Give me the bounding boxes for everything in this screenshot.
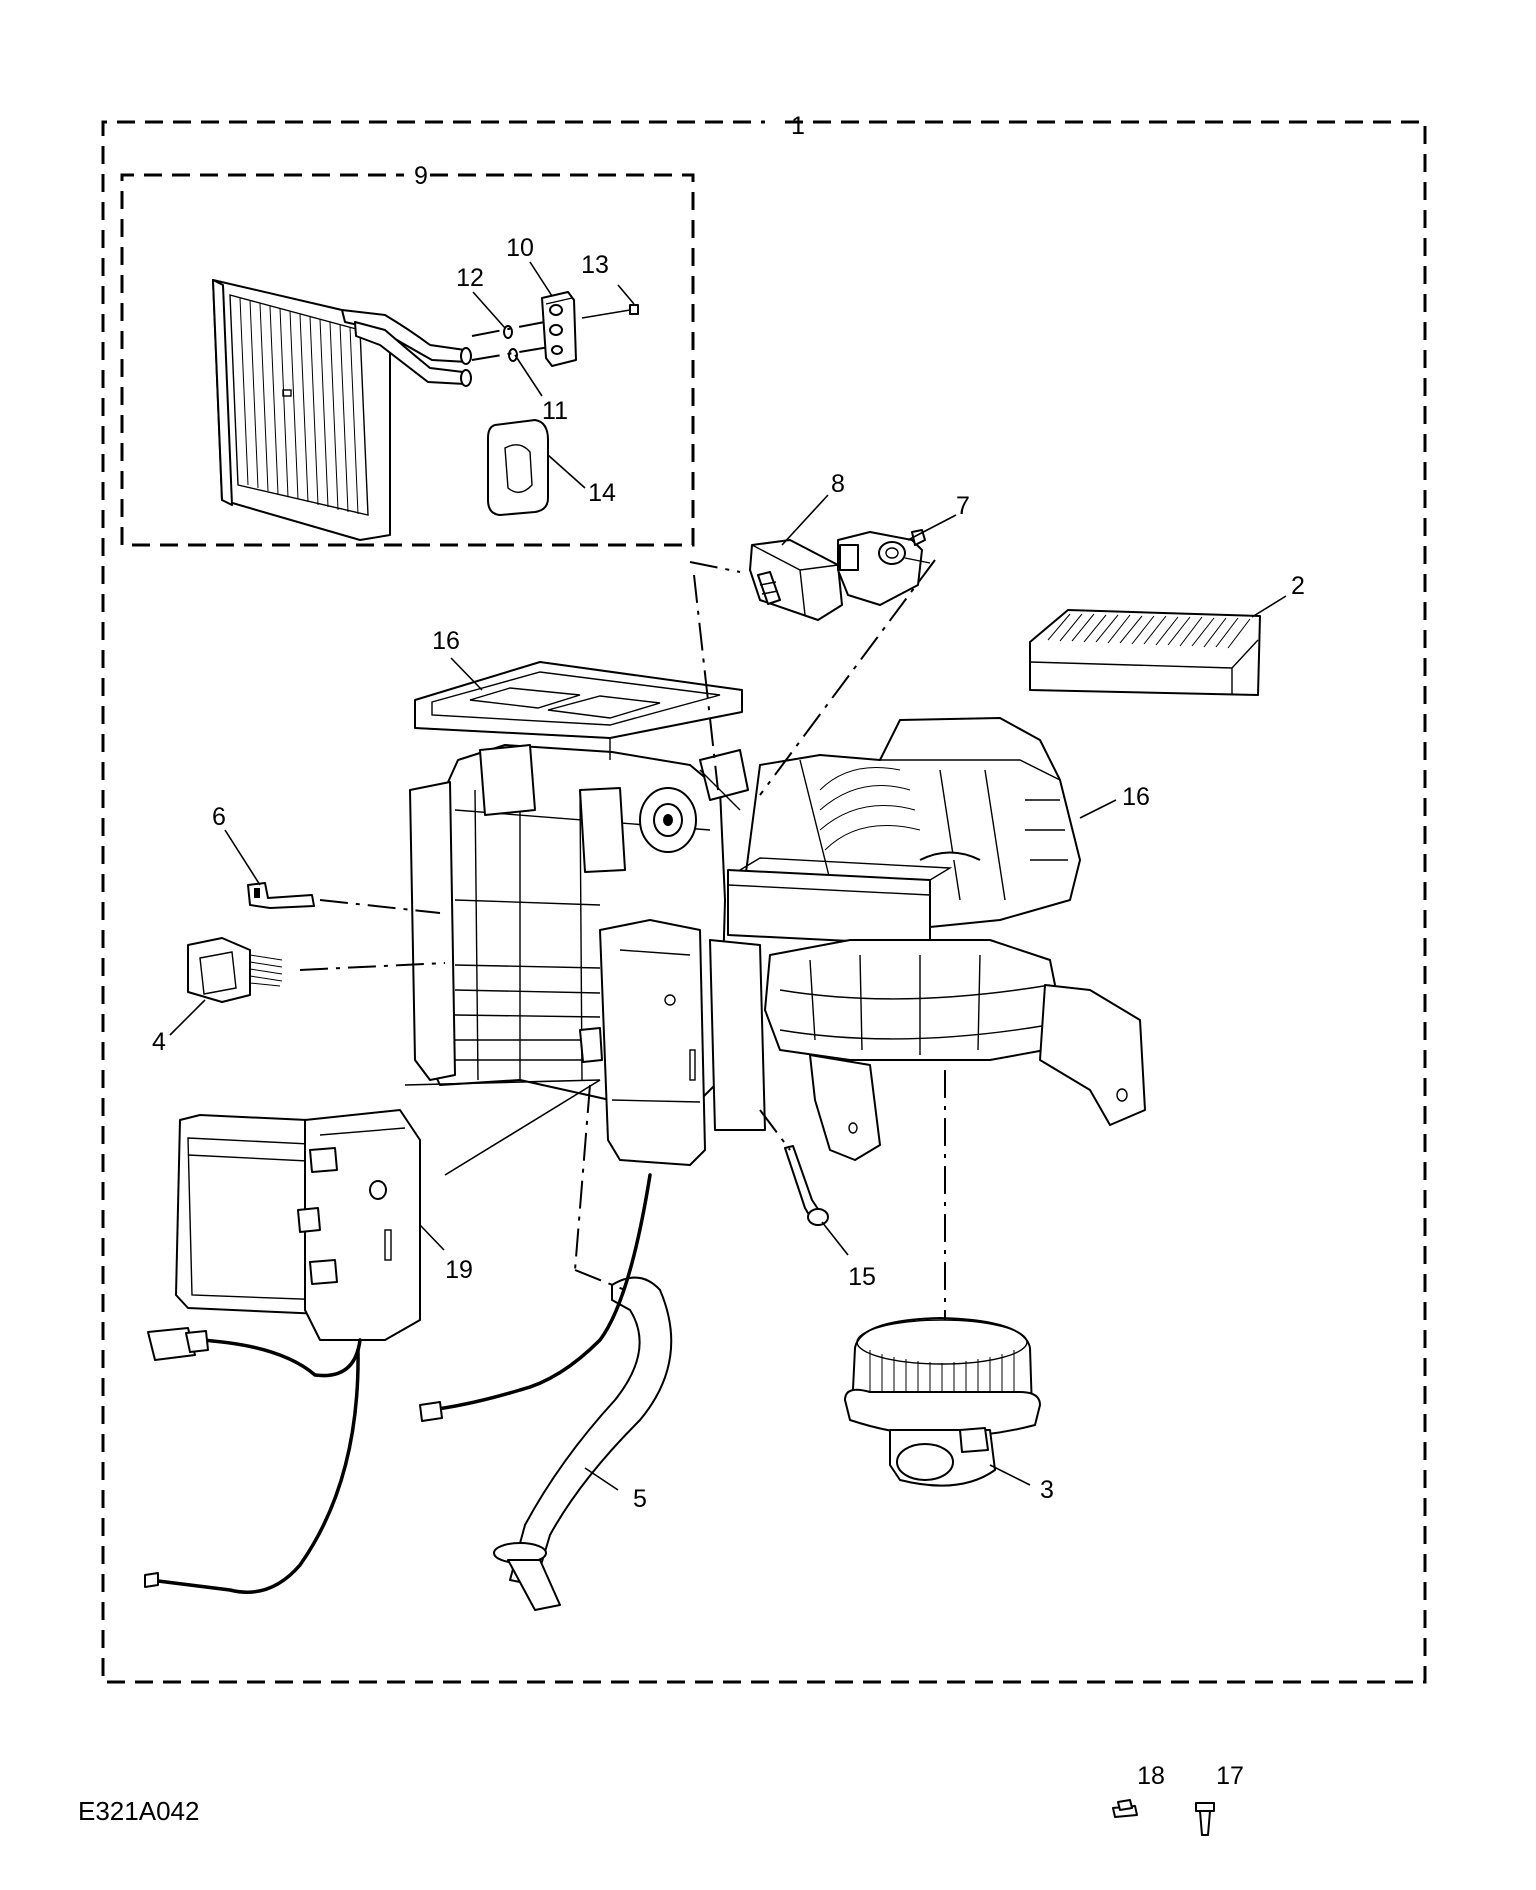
evaporator-core bbox=[212, 279, 472, 541]
heater-wiring-harness bbox=[144, 1327, 362, 1594]
callout-5: 5 bbox=[633, 1485, 647, 1513]
evaporator-temp-sensor-6 bbox=[247, 882, 315, 909]
callout-3: 3 bbox=[1040, 1476, 1054, 1504]
callout-18: 18 bbox=[1137, 1762, 1165, 1790]
heater-core-19 bbox=[175, 1109, 421, 1341]
module-harness bbox=[419, 1173, 652, 1422]
callout-11: 11 bbox=[542, 397, 568, 425]
leader-lines bbox=[169, 261, 1287, 1491]
callout-8: 8 bbox=[831, 470, 845, 498]
drain-hose-5 bbox=[493, 1276, 673, 1611]
callout-17: 17 bbox=[1216, 1762, 1244, 1790]
bolt-17 bbox=[1195, 1802, 1215, 1836]
callout-7: 7 bbox=[956, 492, 970, 520]
callout-19: 19 bbox=[445, 1256, 473, 1284]
callout-2: 2 bbox=[1291, 572, 1305, 600]
callout-15: 15 bbox=[848, 1263, 876, 1291]
o-rings bbox=[471, 319, 556, 362]
callout-14: 14 bbox=[588, 479, 616, 507]
assembly-boundary-1 bbox=[101, 120, 1427, 1684]
alignment-lines bbox=[299, 559, 946, 1320]
blower-motor-3 bbox=[844, 1317, 1041, 1487]
callout-4: 4 bbox=[152, 1028, 166, 1056]
callout-12: 12 bbox=[456, 264, 484, 292]
callout-16-duct: 16 bbox=[432, 627, 460, 655]
clip-18 bbox=[1112, 1799, 1138, 1818]
callout-16-blower-housing: 16 bbox=[1122, 783, 1150, 811]
expansion-valve bbox=[541, 291, 577, 367]
callout-10: 10 bbox=[506, 234, 534, 262]
cabin-air-filter bbox=[1029, 609, 1261, 696]
callout-9: 9 bbox=[414, 162, 428, 190]
air-distribution-actuator-8 bbox=[749, 539, 843, 621]
blower-scroll-housing bbox=[764, 939, 1146, 1161]
callout-6: 6 bbox=[212, 803, 226, 831]
callout-13: 13 bbox=[581, 251, 609, 279]
callout-1: 1 bbox=[791, 112, 805, 140]
valve-bolt bbox=[581, 304, 639, 319]
filter-housing bbox=[727, 857, 953, 946]
drawing-code: E321A042 bbox=[78, 1796, 199, 1826]
housing-control-module bbox=[579, 919, 766, 1166]
seal-grommet bbox=[487, 419, 549, 516]
temperature-sensor-15 bbox=[784, 1145, 829, 1226]
blower-resistor-4 bbox=[187, 937, 283, 1003]
upper-duct-frame bbox=[414, 661, 743, 760]
temperature-actuator-7 bbox=[837, 529, 931, 606]
callout-labels: 1 2 3 4 5 6 7 8 9 10 11 12 13 14 15 16 1… bbox=[152, 112, 1305, 1790]
